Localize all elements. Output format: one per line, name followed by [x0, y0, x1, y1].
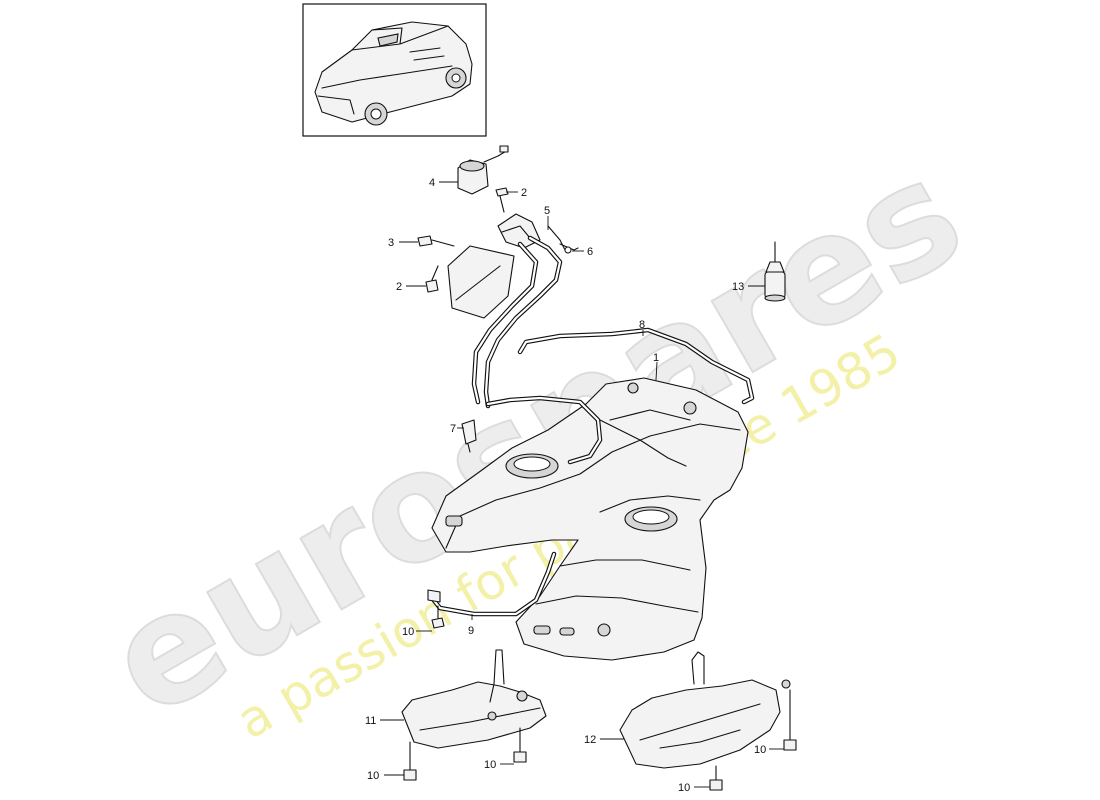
part-11-heat-shield — [401, 649, 547, 749]
vehicle-thumbnail — [302, 3, 487, 137]
callout-8: 8 — [639, 319, 645, 331]
part-4-filler-housing — [457, 145, 509, 195]
callout-12: 12 — [584, 734, 596, 746]
part-13-sealant-tube — [764, 241, 786, 302]
callout-3: 3 — [388, 237, 394, 249]
callout-10-a: 10 — [402, 626, 414, 638]
part-7-clip — [461, 419, 477, 453]
callout-9: 9 — [468, 625, 474, 637]
callouts: 1 2 2 3 4 5 6 7 8 9 10 10 10 — [365, 177, 784, 794]
filler-neck-assembly — [417, 145, 579, 409]
part-10-bolt-e — [709, 765, 723, 791]
part-12-heat-shield — [619, 651, 791, 769]
part-10-bolt-b — [403, 741, 417, 781]
callout-11: 11 — [365, 715, 376, 727]
callout-6: 6 — [587, 246, 593, 258]
callout-10-b: 10 — [367, 770, 379, 782]
part-10-bolt-a — [431, 605, 445, 629]
callout-1: 1 — [653, 352, 659, 364]
part-3-bolt — [417, 235, 455, 247]
callout-4: 4 — [429, 177, 435, 189]
callout-10-c: 10 — [484, 759, 496, 771]
callout-2-lower: 2 — [396, 281, 402, 293]
callout-13: 13 — [732, 281, 744, 293]
filler-heat-shield — [447, 245, 515, 319]
callout-10-e: 10 — [678, 782, 690, 794]
callout-7: 7 — [450, 423, 456, 435]
part-10-bolt-d — [783, 689, 797, 751]
part-1-fuel-tank — [431, 377, 749, 661]
part-9-tank-strap — [427, 551, 557, 617]
part-2-bolt-lower — [425, 265, 439, 293]
part-8-vent-line — [517, 327, 755, 405]
callout-5: 5 — [544, 205, 550, 217]
car-icon — [314, 21, 473, 126]
part-2-bolt-upper — [495, 187, 509, 213]
callout-2-upper: 2 — [521, 187, 527, 199]
part-10-bolt-c — [513, 727, 527, 763]
callout-10-d: 10 — [754, 744, 766, 756]
